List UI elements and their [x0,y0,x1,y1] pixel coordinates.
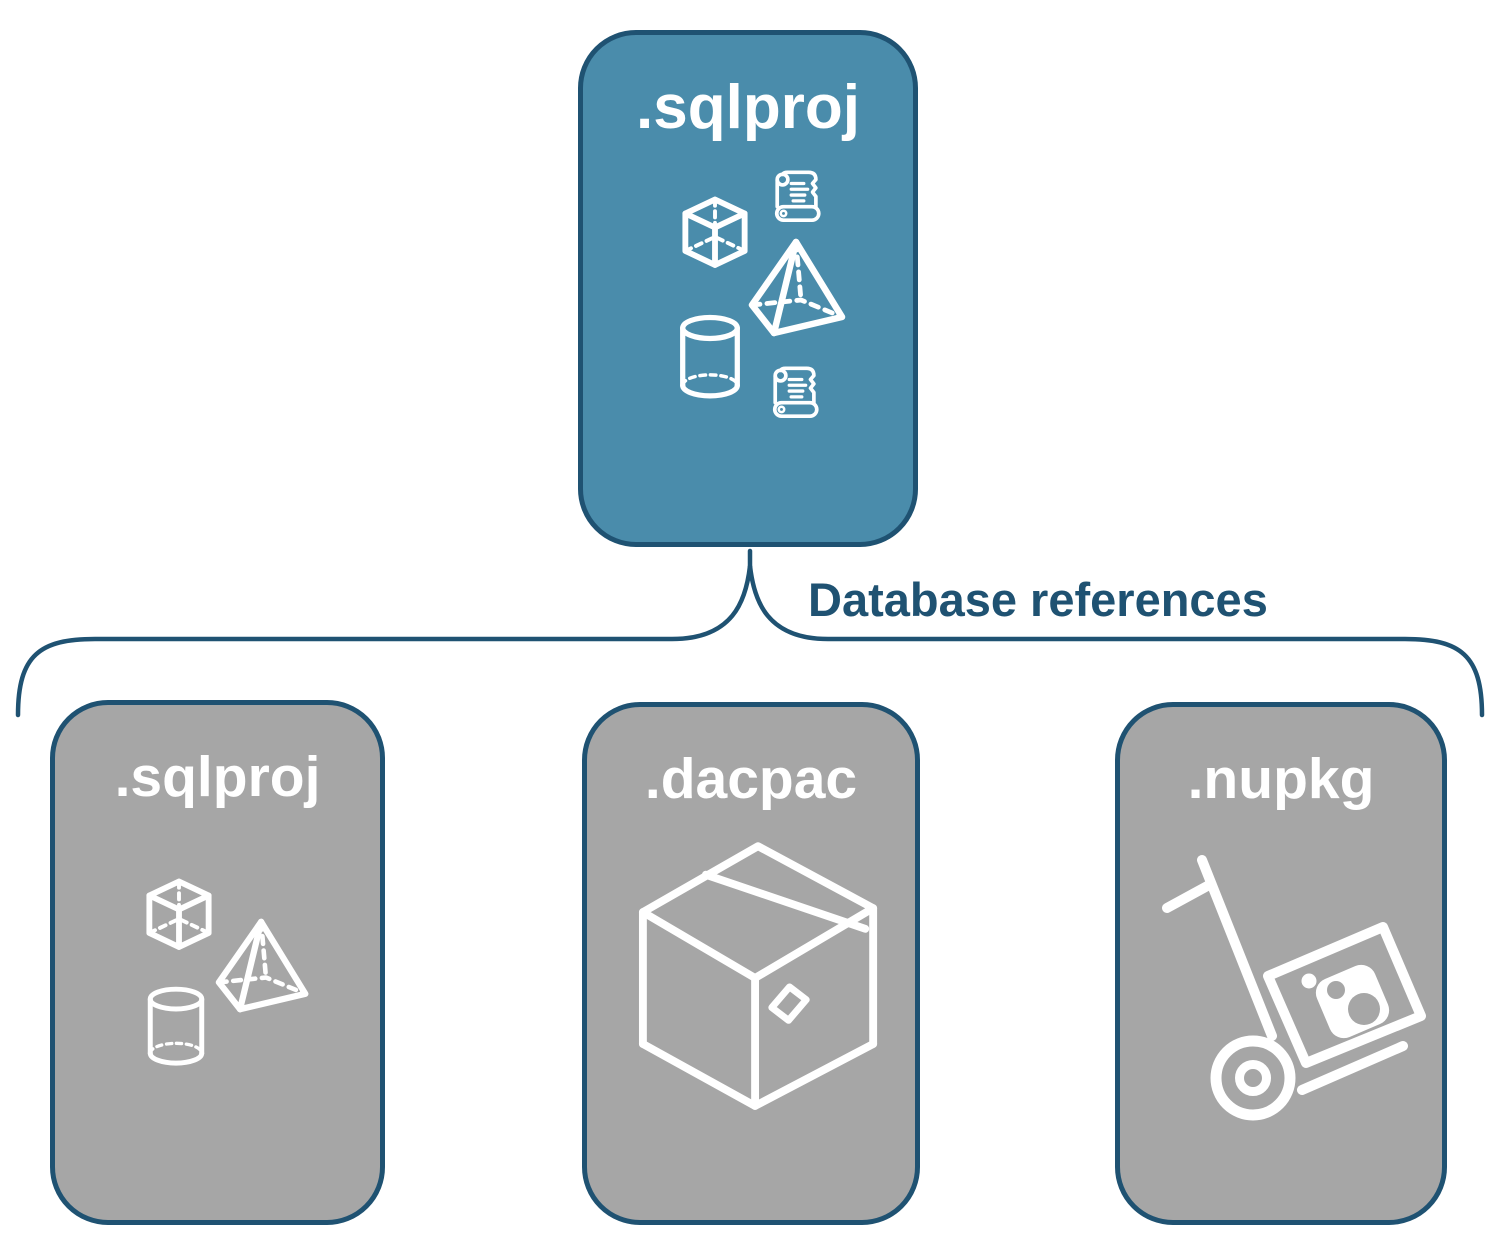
scroll-icon [767,363,825,423]
card-label: .nupkg [1187,747,1375,811]
card-label: .dacpac [644,747,858,811]
hand-truck-package-icon [1150,840,1450,1140]
child-card-nupkg: .nupkg [1115,702,1447,1225]
root-card-sqlproj: .sqlproj [578,30,918,547]
database-references-brace [15,548,1485,718]
brace-label: Database references [808,573,1268,626]
child-card-sqlproj: .sqlproj [50,700,385,1225]
cylinder-icon [143,985,209,1068]
scroll-icon [769,167,827,227]
package-box-icon [637,842,883,1118]
cube-icon [140,875,218,955]
card-label: .sqlproj [636,73,860,142]
child-card-dacpac: .dacpac [582,702,920,1225]
pyramid-icon [748,238,852,338]
cube-icon [676,193,754,273]
cylinder-icon [675,313,745,401]
pyramid-icon [215,918,315,1014]
card-label: .sqlproj [114,745,321,809]
